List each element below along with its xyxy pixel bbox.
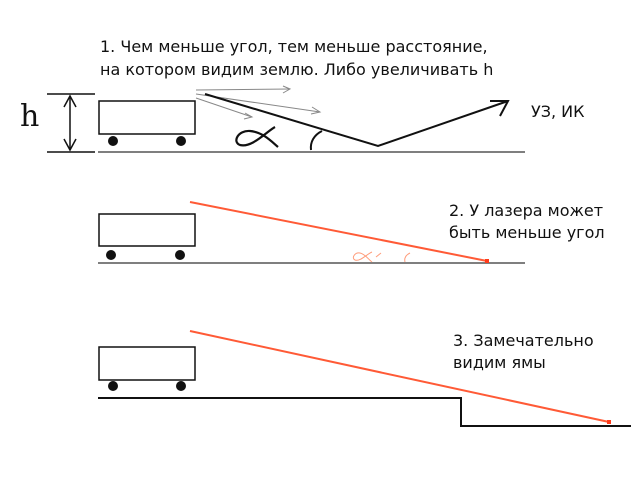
note-3-line-1: 3. Замечательно bbox=[453, 331, 594, 350]
robot-wheel-3b bbox=[176, 381, 186, 391]
reflected-beam bbox=[204, 93, 509, 148]
height-indicator bbox=[47, 93, 95, 153]
laser-beam-3 bbox=[189, 330, 610, 423]
note-1-line-2: на котором видим землю. Либо увеличивать… bbox=[100, 60, 494, 79]
beam-spread-arrows bbox=[195, 85, 322, 120]
sensor-label: УЗ, ИК bbox=[531, 102, 585, 121]
scene-laser bbox=[98, 201, 525, 264]
robot-wheel-2a bbox=[106, 250, 116, 260]
height-label: h bbox=[20, 99, 40, 134]
note-1-line-1: 1. Чем меньше угол, тем меньше расстояни… bbox=[100, 37, 488, 56]
angle-arc-2 bbox=[404, 252, 411, 263]
angle-arc-1 bbox=[309, 130, 323, 151]
alpha-sketch-small bbox=[352, 251, 373, 263]
note-2-line-2: быть меньше угол bbox=[449, 223, 605, 242]
robot-wheel-1a bbox=[108, 136, 118, 146]
robot-wheel-2b bbox=[175, 250, 185, 260]
scene-ultrasonic bbox=[47, 85, 525, 153]
laser-spot-3 bbox=[607, 420, 611, 424]
robot-wheel-3a bbox=[108, 381, 118, 391]
ground-with-pit bbox=[98, 397, 631, 427]
robot-body-1 bbox=[98, 100, 196, 135]
laser-spot-2 bbox=[485, 259, 489, 263]
reflected-beam-arrowhead bbox=[490, 100, 510, 117]
alpha-sketch-small-mark bbox=[375, 252, 382, 258]
note-3-line-2: видим ямы bbox=[453, 353, 546, 372]
scene-pit bbox=[98, 330, 631, 427]
robot-body-2 bbox=[98, 213, 196, 247]
note-2-line-1: 2. У лазера может bbox=[449, 201, 604, 220]
laser-beam-2 bbox=[189, 201, 488, 262]
alpha-sketch bbox=[235, 126, 279, 148]
robot-body-3 bbox=[98, 346, 196, 381]
robot-wheel-1b bbox=[176, 136, 186, 146]
